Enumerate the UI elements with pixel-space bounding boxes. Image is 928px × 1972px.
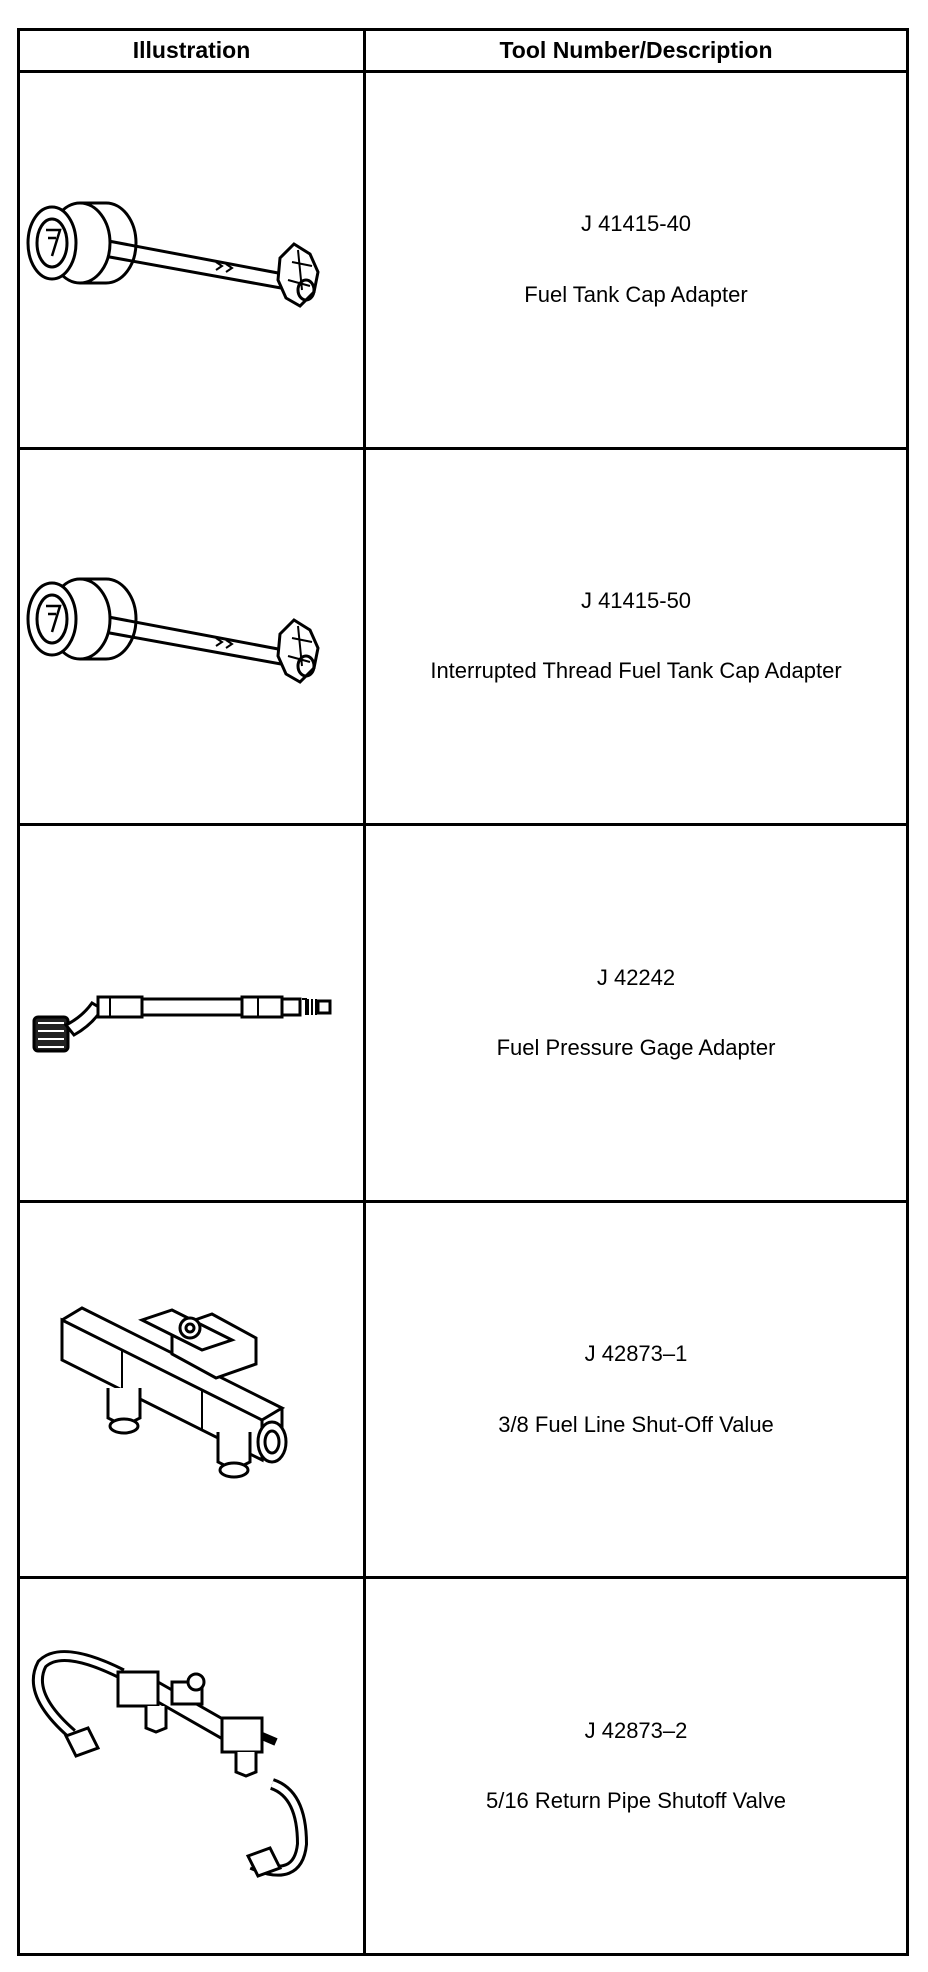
tool-description: 5/16 Return Pipe Shutoff Valve — [485, 1788, 787, 1814]
interrupted-thread-cap-adapter-icon — [26, 577, 320, 685]
illustration-header: Illustration — [17, 28, 366, 73]
tool-description-cell: J 41415-40 Fuel Tank Cap Adapter — [363, 70, 909, 450]
tool-description: Fuel Tank Cap Adapter — [524, 281, 748, 307]
tool-description-cell: J 42873–1 3/8 Fuel Line Shut-Off Value — [363, 1199, 909, 1580]
illustration-cell — [17, 70, 366, 450]
tool-description: 3/8 Fuel Line Shut-Off Value — [498, 1411, 774, 1437]
illustration-cell — [17, 446, 366, 827]
tool-description-cell: J 42242 Fuel Pressure Gage Adapter — [363, 823, 909, 1203]
header-row: Illustration Tool Number/Description — [17, 28, 909, 73]
table-row: J 41415-50 Interrupted Thread Fuel Tank … — [17, 446, 909, 827]
table-row: J 42242 Fuel Pressure Gage Adapter — [17, 823, 909, 1203]
tool-number: J 42873–2 — [584, 1717, 688, 1743]
tool-number: J 42873–1 — [584, 1341, 688, 1367]
fuel-line-shutoff-valve-icon — [60, 1305, 287, 1479]
tool-description: Fuel Pressure Gage Adapter — [496, 1034, 776, 1060]
illustration-cell — [17, 1576, 366, 1956]
tool-number-description-header: Tool Number/Description — [363, 28, 909, 73]
tool-table: Illustration Tool Number/Description — [17, 28, 909, 1956]
tool-number: J 42242 — [596, 964, 676, 990]
illustration-cell — [17, 1199, 366, 1580]
table-row: J 42873–1 3/8 Fuel Line Shut-Off Value — [17, 1199, 909, 1580]
tool-description-cell: J 42873–2 5/16 Return Pipe Shutoff Valve — [363, 1576, 909, 1956]
tool-number: J 41415-50 — [580, 588, 692, 613]
fuel-tank-cap-adapter-icon — [26, 201, 320, 308]
tool-number: J 41415-40 — [580, 211, 692, 237]
table-row: J 42873–2 5/16 Return Pipe Shutoff Valve — [17, 1576, 909, 1956]
tool-description: Interrupted Thread Fuel Tank Cap Adapter — [430, 658, 842, 684]
fuel-pressure-gage-adapter-icon — [32, 995, 331, 1053]
return-pipe-shutoff-valve-icon — [31, 1650, 308, 1879]
table-row: J 41415-40 Fuel Tank Cap Adapter — [17, 70, 909, 450]
tool-description-cell: J 41415-50 Interrupted Thread Fuel Tank … — [363, 446, 909, 827]
illustration-cell — [17, 823, 366, 1203]
